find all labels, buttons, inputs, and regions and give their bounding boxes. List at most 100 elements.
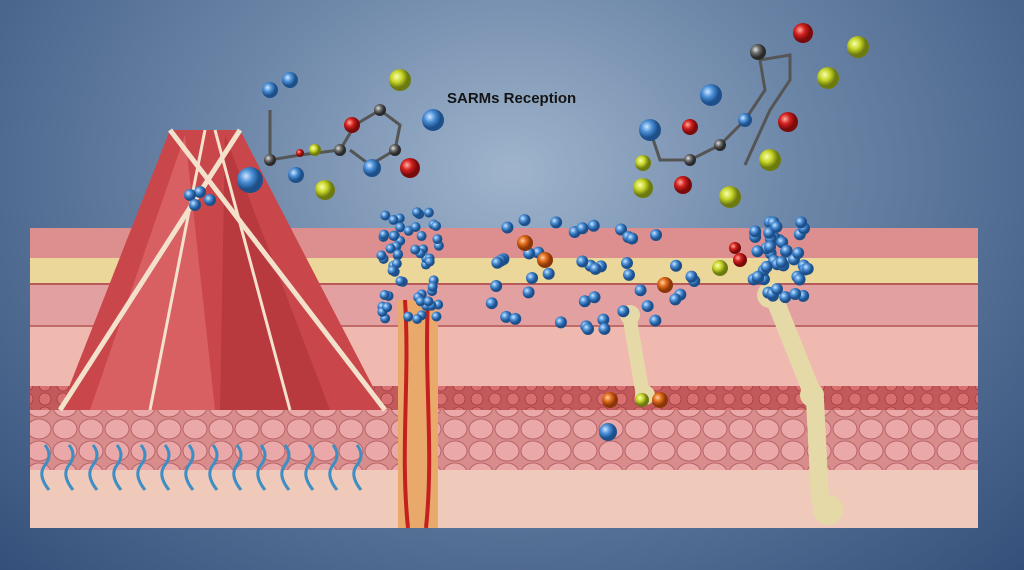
atom (501, 221, 514, 234)
atom (789, 287, 802, 300)
atom (500, 310, 513, 323)
atom (623, 268, 636, 281)
atom (795, 216, 808, 229)
atom (204, 194, 216, 206)
atom (490, 280, 503, 293)
atom (780, 244, 793, 257)
nerve-ending (280, 444, 291, 491)
atom (770, 220, 783, 233)
atom (385, 243, 396, 254)
atom (395, 276, 406, 287)
atom (517, 235, 533, 251)
atom (379, 229, 390, 240)
atom (184, 189, 196, 201)
atom (518, 214, 531, 227)
atom (751, 245, 764, 258)
nerve-ending (112, 444, 123, 491)
atom (194, 186, 206, 198)
atom (379, 290, 390, 301)
atom (410, 244, 421, 255)
bone-right (757, 282, 843, 525)
atom (652, 392, 668, 408)
atom (599, 423, 617, 441)
receptor-clusters (184, 186, 814, 441)
nerve-ending (136, 444, 147, 491)
nerve-ending (304, 444, 315, 491)
atom (620, 257, 633, 270)
atom (485, 297, 498, 310)
atom (424, 256, 435, 267)
atom (432, 234, 443, 245)
atom (416, 231, 427, 242)
atom (412, 207, 423, 218)
atom (792, 246, 805, 259)
nerve-endings (40, 444, 363, 491)
atom (388, 214, 399, 225)
atom (626, 232, 639, 245)
atom (770, 283, 783, 296)
atom (670, 259, 683, 272)
atom (793, 273, 806, 286)
atom (431, 221, 442, 232)
atom (389, 230, 400, 241)
nerve-ending (88, 444, 99, 491)
atom (582, 322, 595, 335)
atom (415, 296, 426, 307)
nerve-ending (328, 444, 339, 491)
nerve-ending (64, 444, 75, 491)
atom (431, 311, 442, 322)
nerve-ending (184, 444, 195, 491)
atom (576, 222, 589, 235)
atom (376, 250, 387, 261)
muscle-bundle (57, 128, 387, 412)
atom (649, 314, 662, 327)
atom (491, 256, 504, 269)
atom (380, 210, 391, 221)
illustration-title: SARMs Reception (447, 90, 577, 107)
atom (403, 311, 414, 322)
molecule-left (237, 69, 444, 200)
atom (578, 295, 591, 308)
atom (423, 296, 434, 307)
atom (602, 392, 618, 408)
atom (587, 219, 600, 232)
atom (550, 216, 563, 229)
nerve-ending (160, 444, 171, 491)
atom (522, 286, 535, 299)
atom (775, 256, 788, 269)
atom (641, 300, 654, 313)
atom (588, 291, 601, 304)
atom (382, 302, 393, 313)
atom (589, 262, 602, 275)
atom (634, 284, 647, 297)
atom (393, 249, 404, 260)
atom (412, 313, 423, 324)
atom (597, 313, 610, 326)
atom (650, 229, 663, 242)
atom (387, 265, 398, 276)
atom (509, 312, 522, 325)
atom (542, 267, 555, 280)
atom (760, 260, 773, 273)
atom (554, 316, 567, 329)
atom (395, 222, 406, 233)
atom (764, 240, 777, 253)
atom (779, 291, 792, 304)
atom (617, 305, 630, 318)
atom (598, 322, 611, 335)
atom (423, 207, 434, 218)
atom (576, 255, 589, 268)
atom (751, 270, 764, 283)
atom (189, 199, 201, 211)
atom (685, 270, 698, 283)
atom (615, 223, 628, 236)
atom (669, 293, 682, 306)
atom (749, 225, 762, 238)
atom (526, 272, 539, 285)
nerve-ending (352, 444, 363, 491)
atom (427, 281, 438, 292)
atom (657, 277, 673, 293)
atom (537, 252, 553, 268)
atom (410, 221, 421, 232)
